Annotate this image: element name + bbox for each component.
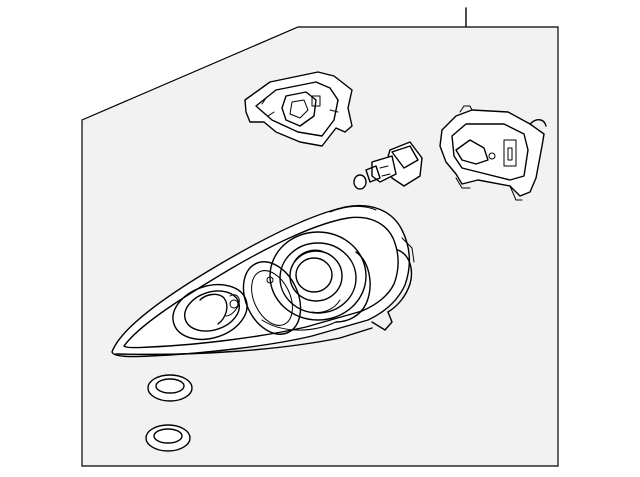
seal-ring-lower[interactable] (145, 424, 191, 452)
rear-cover[interactable] (439, 105, 547, 201)
bulb-socket-cover[interactable] (244, 71, 353, 147)
seal-ring-upper[interactable] (147, 374, 193, 402)
headlamp-assembly[interactable] (111, 204, 415, 358)
bulb[interactable] (353, 141, 423, 190)
